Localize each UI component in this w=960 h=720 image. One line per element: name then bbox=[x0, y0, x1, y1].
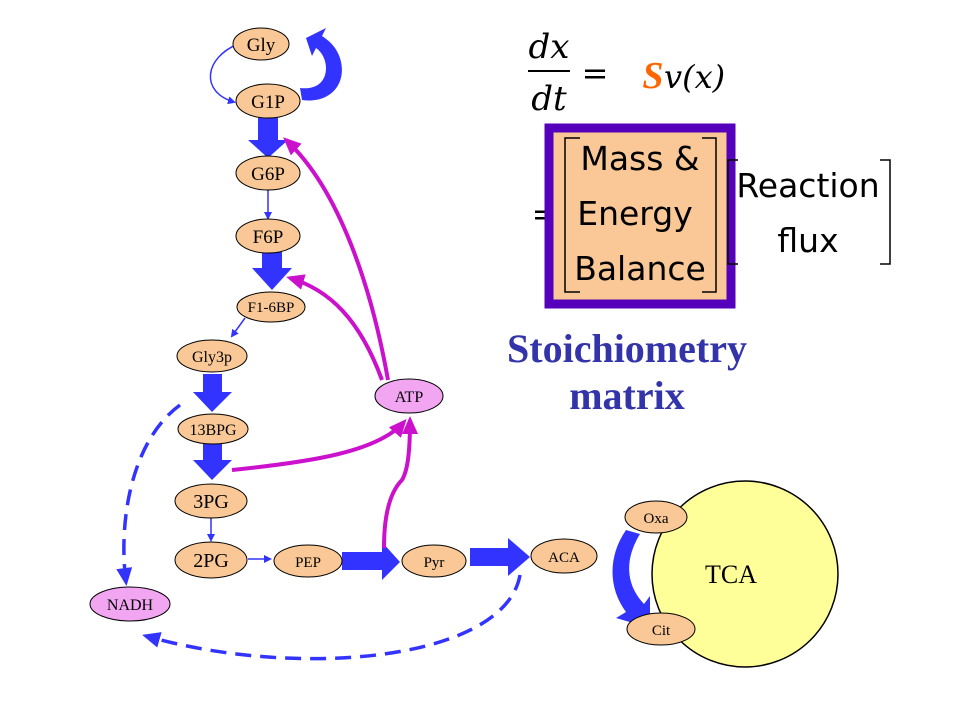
svg-text:G6P: G6P bbox=[251, 164, 285, 185]
atp-arrow-to-f6p bbox=[286, 274, 384, 381]
svg-text:PEP: PEP bbox=[295, 555, 321, 571]
box-line-mass: Mass & bbox=[580, 139, 699, 178]
equation-denominator: dt bbox=[531, 79, 567, 119]
svg-text:2PG: 2PG bbox=[193, 550, 229, 572]
svg-text:G1P: G1P bbox=[251, 92, 285, 113]
flux-arrow-pep-pyr bbox=[342, 542, 400, 580]
node-nadh: NADH bbox=[89, 586, 171, 622]
flux-left-bracket bbox=[727, 159, 738, 265]
node-pyr: Pyr bbox=[401, 544, 467, 578]
node-gly: Gly bbox=[232, 27, 290, 61]
flux-arrow-f6p-f16bp bbox=[252, 252, 292, 290]
flux-arrow-oxa-cit bbox=[612, 530, 650, 628]
node-cit: Cit bbox=[626, 612, 696, 646]
nadh-arrows bbox=[116, 403, 522, 661]
svg-text:Pyr: Pyr bbox=[424, 555, 445, 571]
svg-text:ACA: ACA bbox=[548, 550, 580, 566]
node-f16bp: F1-6BP bbox=[236, 291, 306, 323]
connector-gly-g1p bbox=[209, 43, 239, 105]
box-line-energy: Energy bbox=[577, 194, 693, 233]
nadh-arrow-from-gly3p bbox=[116, 403, 182, 586]
node-3pg: 3PG bbox=[174, 483, 248, 519]
svg-text:F1-6BP: F1-6BP bbox=[248, 300, 295, 316]
svg-text:3PG: 3PG bbox=[193, 491, 229, 513]
atp-arrow-to-g1p bbox=[283, 137, 390, 381]
node-f6p: F6P bbox=[235, 218, 301, 254]
node-aca: ACA bbox=[530, 538, 598, 574]
equation: dx dt = S v(x) bbox=[528, 27, 725, 119]
node-g1p: G1P bbox=[235, 83, 301, 119]
atp-arrow-from-13bpg bbox=[231, 418, 407, 472]
node-oxa: Oxa bbox=[624, 500, 688, 534]
stoichiometry-box: Mass & Energy Balance bbox=[544, 123, 736, 309]
caption-stoichiometry: Stoichiometry bbox=[507, 326, 747, 371]
equation-numerator: dx bbox=[529, 27, 570, 67]
atp-arrow-from-pyr bbox=[382, 416, 418, 549]
equation-equals: = bbox=[582, 54, 609, 92]
svg-text:F6P: F6P bbox=[253, 227, 284, 248]
tca-cycle-circle bbox=[651, 480, 839, 668]
flux-line-reaction: Reaction bbox=[736, 166, 879, 205]
node-atp: ATP bbox=[374, 378, 444, 414]
node-2pg: 2PG bbox=[174, 541, 248, 579]
equation-s-symbol: S bbox=[642, 55, 663, 97]
connector-f16bp-gly3p bbox=[230, 317, 246, 338]
flux-line-flux: flux bbox=[777, 221, 838, 260]
flux-arrow-gly3p-13bpg bbox=[193, 374, 232, 412]
svg-text:NADH: NADH bbox=[107, 597, 154, 614]
flux-arrow-g1p-gly-curved bbox=[300, 28, 342, 101]
node-g6p: G6P bbox=[235, 155, 301, 191]
svg-text:13BPG: 13BPG bbox=[189, 422, 237, 439]
node-13bpg: 13BPG bbox=[177, 413, 249, 445]
flux-arrow-13bpg-3pg bbox=[193, 444, 232, 480]
nadh-arrow-from-aca bbox=[142, 574, 522, 661]
flux-arrows bbox=[193, 28, 650, 628]
reaction-flux-vector: Reaction flux bbox=[727, 159, 891, 265]
flux-arrow-g1p-g6p bbox=[248, 118, 288, 158]
thin-connectors bbox=[207, 43, 272, 563]
box-line-balance: Balance bbox=[574, 249, 706, 288]
svg-text:Gly: Gly bbox=[247, 35, 276, 56]
svg-text:ATP: ATP bbox=[395, 389, 424, 406]
atp-arrows bbox=[231, 137, 418, 549]
left-bracket bbox=[564, 137, 580, 293]
flux-arrow-pyr-aca bbox=[470, 538, 530, 576]
node-gly3p: Gly3p bbox=[176, 339, 248, 373]
svg-text:Cit: Cit bbox=[652, 623, 671, 639]
svg-text:Gly3p: Gly3p bbox=[192, 349, 232, 366]
tca-label: TCA bbox=[705, 560, 757, 589]
flux-right-bracket bbox=[880, 159, 891, 265]
metabolite-nodes: Gly G1P G6P F6P F1-6BP Gly3p 13BPG 3PG bbox=[89, 27, 696, 646]
svg-text:Oxa: Oxa bbox=[644, 511, 669, 527]
right-bracket bbox=[702, 137, 717, 293]
equation-rhs: v(x) bbox=[664, 58, 725, 96]
node-pep: PEP bbox=[273, 544, 343, 578]
caption-matrix: matrix bbox=[569, 373, 685, 418]
